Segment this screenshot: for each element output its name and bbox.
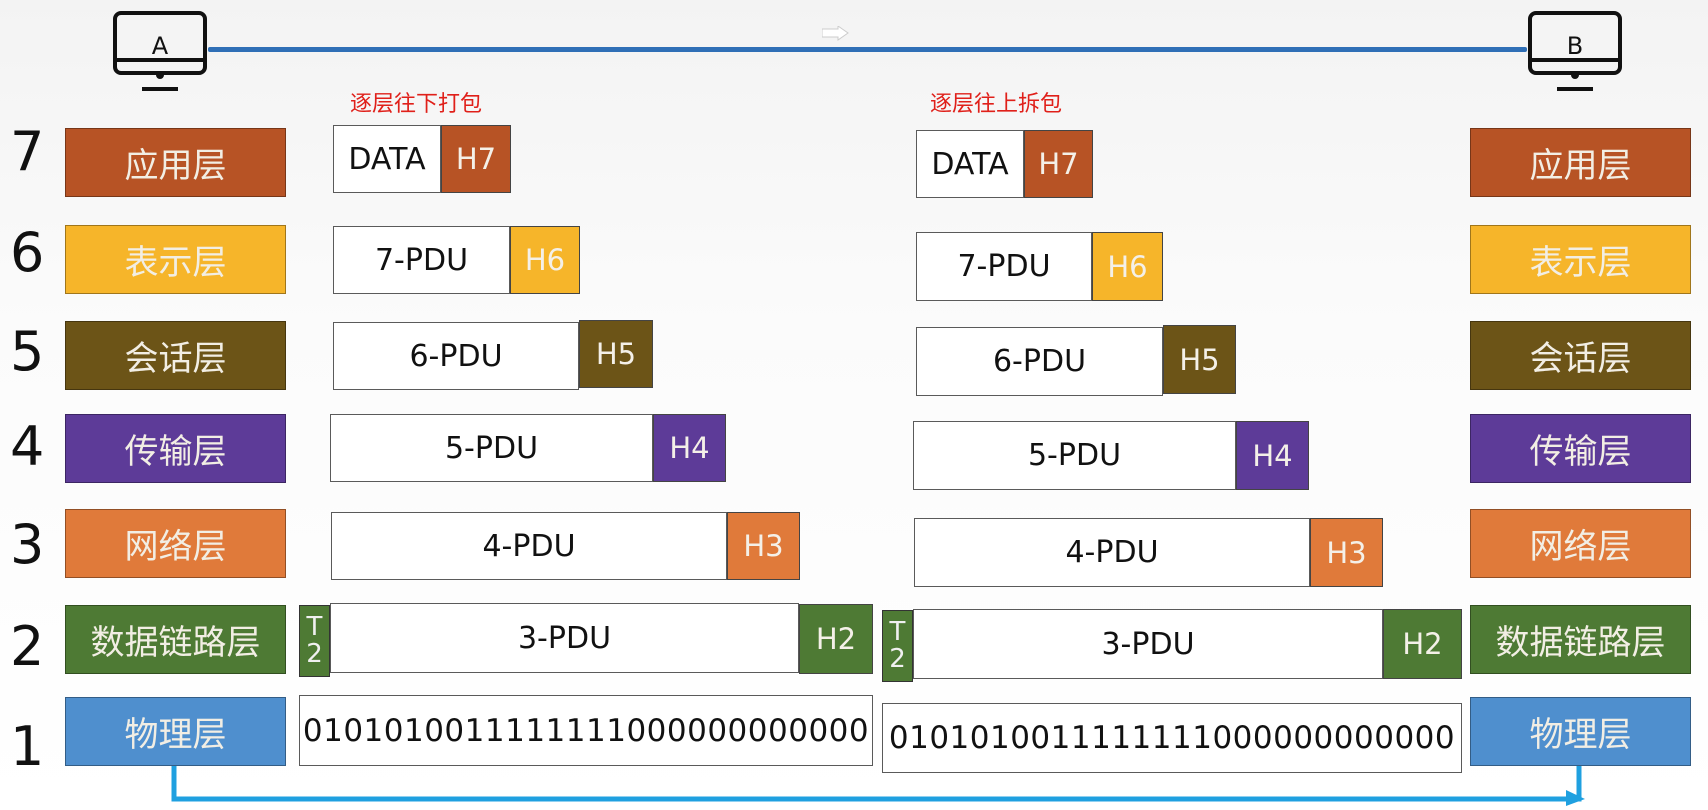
header-h6: H6 [1092, 232, 1163, 301]
data-payload: DATA [916, 130, 1024, 198]
layer-physical-b: 物理层 [1470, 697, 1691, 766]
pdu-3: 3-PDU [330, 603, 799, 673]
layer-session-b: 会话层 [1470, 321, 1691, 390]
layer-application-a: 应用层 [65, 128, 286, 197]
layer-datalink-b: 数据链路层 [1470, 605, 1691, 674]
layer-transport-b: 传输层 [1470, 414, 1691, 483]
header-h7: H7 [1024, 130, 1093, 198]
layer-network-a: 网络层 [65, 509, 286, 578]
pdu-4: 4-PDU [331, 512, 727, 580]
header-h5: H5 [1163, 325, 1236, 394]
trailer-t2: T 2 [299, 605, 330, 677]
header-h4: H4 [653, 414, 726, 482]
computer-monitor-icon [113, 11, 207, 91]
physical-transmission-arrow [171, 766, 1585, 806]
layer-number: 7 [10, 120, 45, 183]
layer-number: 5 [10, 320, 45, 383]
pdu-6: 6-PDU [333, 322, 579, 390]
header-h2: H2 [799, 604, 873, 674]
trailer-letter: T [306, 611, 323, 642]
encapsulation-note: 逐层往下打包 [350, 92, 483, 117]
trailer-t2: T 2 [882, 610, 913, 682]
header-h3: H3 [727, 512, 800, 580]
layer-number: 3 [10, 513, 45, 576]
header-h6: H6 [510, 226, 580, 294]
pdu-3: 3-PDU [913, 609, 1383, 679]
trailer-letter: T [889, 616, 906, 647]
layer-application-b: 应用层 [1470, 128, 1691, 197]
pdu-6: 6-PDU [916, 327, 1163, 396]
header-h2: H2 [1383, 609, 1462, 679]
layer-physical-a: 物理层 [65, 697, 286, 766]
computer-monitor-icon [1528, 11, 1622, 91]
host-b: B [1527, 10, 1623, 92]
host-b-label: B [1566, 32, 1584, 60]
cursor-arrow-icon [822, 26, 849, 41]
header-h4: H4 [1236, 421, 1309, 490]
layer-number: 1 [10, 715, 45, 778]
host-a-label: A [151, 32, 169, 60]
header-h3: H3 [1310, 518, 1383, 587]
layer-datalink-a: 数据链路层 [65, 605, 286, 674]
layer-transport-a: 传输层 [65, 414, 286, 483]
pdu-5: 5-PDU [330, 414, 653, 482]
layer-presentation-a: 表示层 [65, 225, 286, 294]
pdu-4: 4-PDU [914, 518, 1310, 587]
layer-session-a: 会话层 [65, 321, 286, 390]
data-payload: DATA [333, 125, 441, 193]
layer-presentation-b: 表示层 [1470, 225, 1691, 294]
trailer-digit: 2 [889, 644, 906, 674]
network-link-line [208, 47, 1527, 52]
bit-stream: 0101010011111111000000000000 [299, 695, 873, 766]
pdu-5: 5-PDU [913, 421, 1236, 490]
header-h7: H7 [441, 125, 511, 193]
bit-stream: 0101010011111111000000000000 [882, 703, 1462, 773]
host-a: A [112, 10, 208, 92]
header-h5: H5 [579, 320, 653, 388]
decapsulation-note: 逐层往上拆包 [930, 92, 1063, 117]
layer-number: 2 [10, 615, 45, 678]
pdu-7: 7-PDU [333, 226, 510, 294]
layer-number: 4 [10, 415, 45, 478]
pdu-7: 7-PDU [916, 232, 1092, 301]
layer-network-b: 网络层 [1470, 509, 1691, 578]
layer-number: 6 [10, 221, 45, 284]
trailer-digit: 2 [306, 639, 323, 669]
